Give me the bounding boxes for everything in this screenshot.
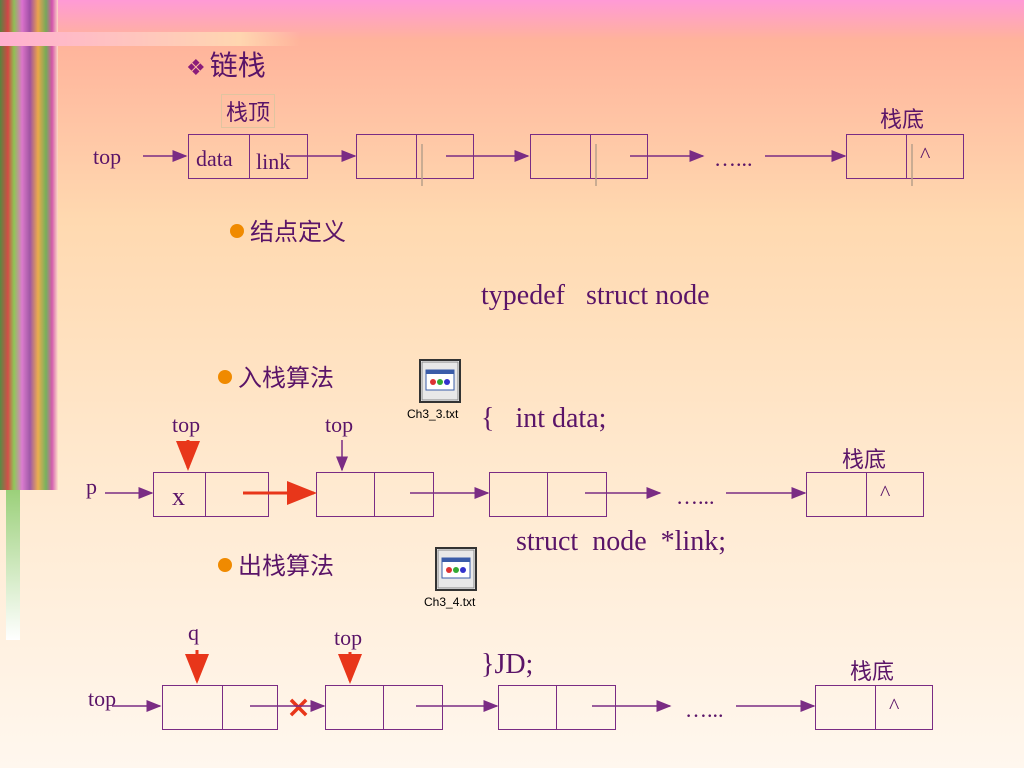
top-pointer-label-1: top — [93, 144, 122, 169]
null-mark-3: ^ — [889, 693, 900, 718]
code-line-2: { int data; — [481, 403, 607, 434]
pop-node-removed — [162, 685, 278, 730]
push-node-3 — [489, 472, 607, 517]
pop-top-label-new: top — [334, 625, 363, 650]
text-file-icon[interactable] — [434, 546, 478, 591]
ellipsis-1: …... — [714, 146, 753, 171]
code-line-3: struct node *link; — [481, 526, 726, 557]
diamond-bullet-icon: ❖ — [186, 56, 206, 81]
push-file-label[interactable]: Ch3_3.txt — [407, 407, 459, 421]
code-block: typedef struct node { int data; struct n… — [481, 193, 726, 726]
left-decoration — [0, 0, 58, 490]
ellipsis-2: …... — [676, 484, 715, 509]
q-pointer-label: q — [188, 620, 199, 645]
pop-node-2 — [325, 685, 443, 730]
slide-title: ❖链栈 — [186, 44, 266, 84]
push-top-label-old: top — [172, 412, 201, 437]
pop-node-3 — [498, 685, 616, 730]
left-decoration-bottom — [6, 490, 20, 640]
pop-node-bottom — [815, 685, 933, 730]
null-mark-2: ^ — [880, 480, 891, 505]
pop-label: 出栈算法 — [218, 546, 334, 581]
stack-bottom-label-1: 栈底 — [880, 108, 925, 133]
push-node-bottom — [806, 472, 924, 517]
pop-file-label[interactable]: Ch3_4.txt — [424, 595, 476, 609]
orange-bullet-icon — [230, 224, 244, 238]
push-label-text: 入栈算法 — [238, 364, 334, 392]
push-label: 入栈算法 — [218, 358, 334, 393]
push-top-label-new: top — [325, 412, 354, 437]
code-line-1: typedef struct node — [481, 280, 710, 311]
stack-bottom-label-3: 栈底 — [850, 660, 895, 685]
pop-top-label-old: top — [88, 686, 117, 711]
ellipsis-3: …... — [685, 697, 724, 722]
node-definition-label: 结点定义 — [230, 212, 346, 247]
node-bottom-1 — [846, 134, 964, 179]
node-data-cell: data — [196, 146, 233, 171]
p-pointer-label: p — [86, 474, 97, 499]
pop-label-text: 出栈算法 — [238, 552, 334, 580]
node-link-cell: link — [256, 149, 291, 174]
null-mark-1: ^ — [920, 142, 931, 167]
stack-top-label: 栈顶 — [221, 94, 276, 128]
orange-bullet-icon — [218, 370, 232, 384]
code-line-4: }JD; — [481, 649, 534, 680]
node-definition-text: 结点定义 — [250, 218, 346, 246]
orange-bullet-icon — [218, 558, 232, 572]
top-decoration-band — [0, 32, 300, 46]
cross-icon: × — [286, 690, 312, 725]
stack-bottom-label-2: 栈底 — [842, 448, 887, 473]
x-value: x — [172, 482, 185, 511]
slide-title-text: 链栈 — [209, 49, 266, 82]
text-file-icon[interactable] — [418, 358, 462, 403]
